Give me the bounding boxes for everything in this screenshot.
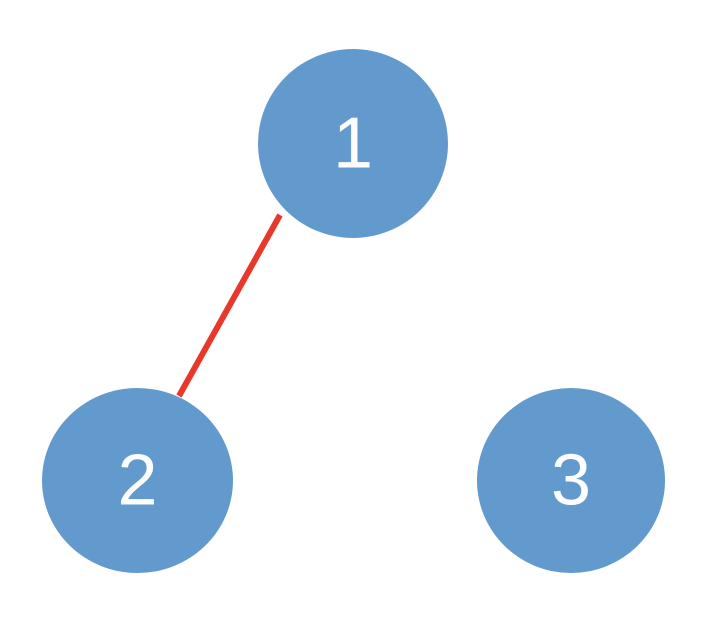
node-3-circle[interactable] — [477, 388, 665, 573]
node-3[interactable]: 3 — [477, 388, 665, 573]
nodes-layer: 12 3 — [42, 49, 665, 573]
node-2-circle[interactable] — [42, 388, 233, 573]
edges-layer — [176, 213, 283, 398]
edge-1-2[interactable] — [176, 213, 283, 398]
node-1-circle[interactable] — [258, 49, 448, 238]
node-2[interactable]: 2 — [42, 388, 233, 573]
node-1[interactable]: 1 — [258, 49, 448, 238]
